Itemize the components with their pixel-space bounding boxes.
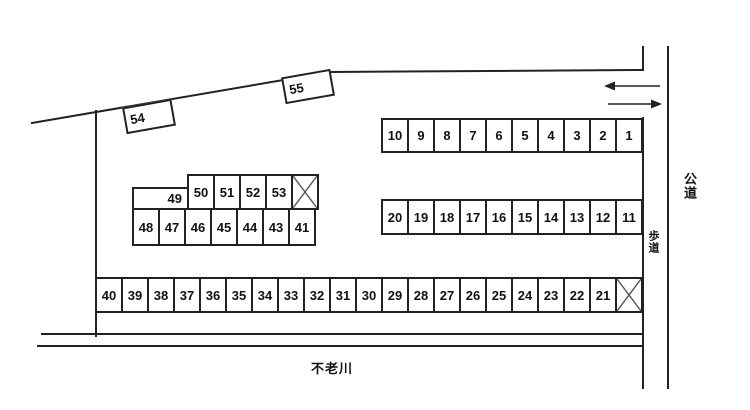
parking-spot: 38 <box>147 277 175 313</box>
public-road-label: 公道 <box>682 172 697 200</box>
parking-spot: 17 <box>459 199 487 235</box>
parking-spot: 46 <box>184 208 212 246</box>
parking-spot: 27 <box>433 277 461 313</box>
parking-spot-49: 49 <box>132 187 190 210</box>
parking-spot: 3 <box>563 118 591 153</box>
parking-spot: 18 <box>433 199 461 235</box>
parking-spot: 5 <box>511 118 539 153</box>
parking-spot: 19 <box>407 199 435 235</box>
parking-spot: 2 <box>589 118 617 153</box>
parking-spot: 39 <box>121 277 149 313</box>
parking-spot: 7 <box>459 118 487 153</box>
spots-row-41-48: 48 47 46 45 44 43 41 <box>132 208 316 246</box>
parking-spot: 52 <box>239 174 267 210</box>
parking-spot: 11 <box>615 199 643 235</box>
parking-spot: 44 <box>236 208 264 246</box>
parking-spot: 26 <box>459 277 487 313</box>
parking-spot: 20 <box>381 199 409 235</box>
parking-spot: 45 <box>210 208 238 246</box>
parking-spot: 32 <box>303 277 331 313</box>
spots-row-11-20: 20 19 18 17 16 15 14 13 12 11 <box>381 199 643 235</box>
parking-spot: 10 <box>381 118 409 153</box>
parking-spot: 30 <box>355 277 383 313</box>
parking-spot: 24 <box>511 277 539 313</box>
crossed-out-spot <box>291 174 319 210</box>
parking-spot: 40 <box>95 277 123 313</box>
arrow-right-icon <box>651 99 662 109</box>
parking-spot: 1 <box>615 118 643 153</box>
sidewalk-label: 歩道 <box>647 230 659 254</box>
parking-spot: 41 <box>288 208 316 246</box>
parking-spot: 34 <box>251 277 279 313</box>
parking-spot: 13 <box>563 199 591 235</box>
parking-spot: 25 <box>485 277 513 313</box>
parking-spot: 29 <box>381 277 409 313</box>
parking-spot: 53 <box>265 174 293 210</box>
x-cross-icon <box>293 176 317 208</box>
parking-spot: 33 <box>277 277 305 313</box>
x-cross-icon <box>617 279 641 311</box>
crossed-out-spot <box>615 277 643 313</box>
spots-row-21-40: 40 39 38 37 36 35 34 33 32 31 30 29 28 2… <box>95 277 643 313</box>
parking-spot: 37 <box>173 277 201 313</box>
parking-spot: 51 <box>213 174 241 210</box>
parking-spot: 22 <box>563 277 591 313</box>
parking-spot: 43 <box>262 208 290 246</box>
parking-spot: 14 <box>537 199 565 235</box>
parking-spot: 8 <box>433 118 461 153</box>
parking-spot: 6 <box>485 118 513 153</box>
parking-spot: 15 <box>511 199 539 235</box>
parking-spot: 4 <box>537 118 565 153</box>
parking-spot: 48 <box>132 208 160 246</box>
parking-spot: 9 <box>407 118 435 153</box>
parking-spot: 47 <box>158 208 186 246</box>
spots-row-1-10: 10 9 8 7 6 5 4 3 2 1 <box>381 118 643 153</box>
parking-spot: 16 <box>485 199 513 235</box>
parking-spot: 36 <box>199 277 227 313</box>
parking-spot: 28 <box>407 277 435 313</box>
arrow-left-icon <box>604 81 615 91</box>
river-label: 不老川 <box>311 361 354 376</box>
parking-spot: 12 <box>589 199 617 235</box>
parking-spot: 23 <box>537 277 565 313</box>
parking-spot: 50 <box>187 174 215 210</box>
spots-row-50-53: 50 51 52 53 <box>187 174 319 210</box>
parking-spot: 21 <box>589 277 617 313</box>
parking-spot: 31 <box>329 277 357 313</box>
parking-spot: 35 <box>225 277 253 313</box>
